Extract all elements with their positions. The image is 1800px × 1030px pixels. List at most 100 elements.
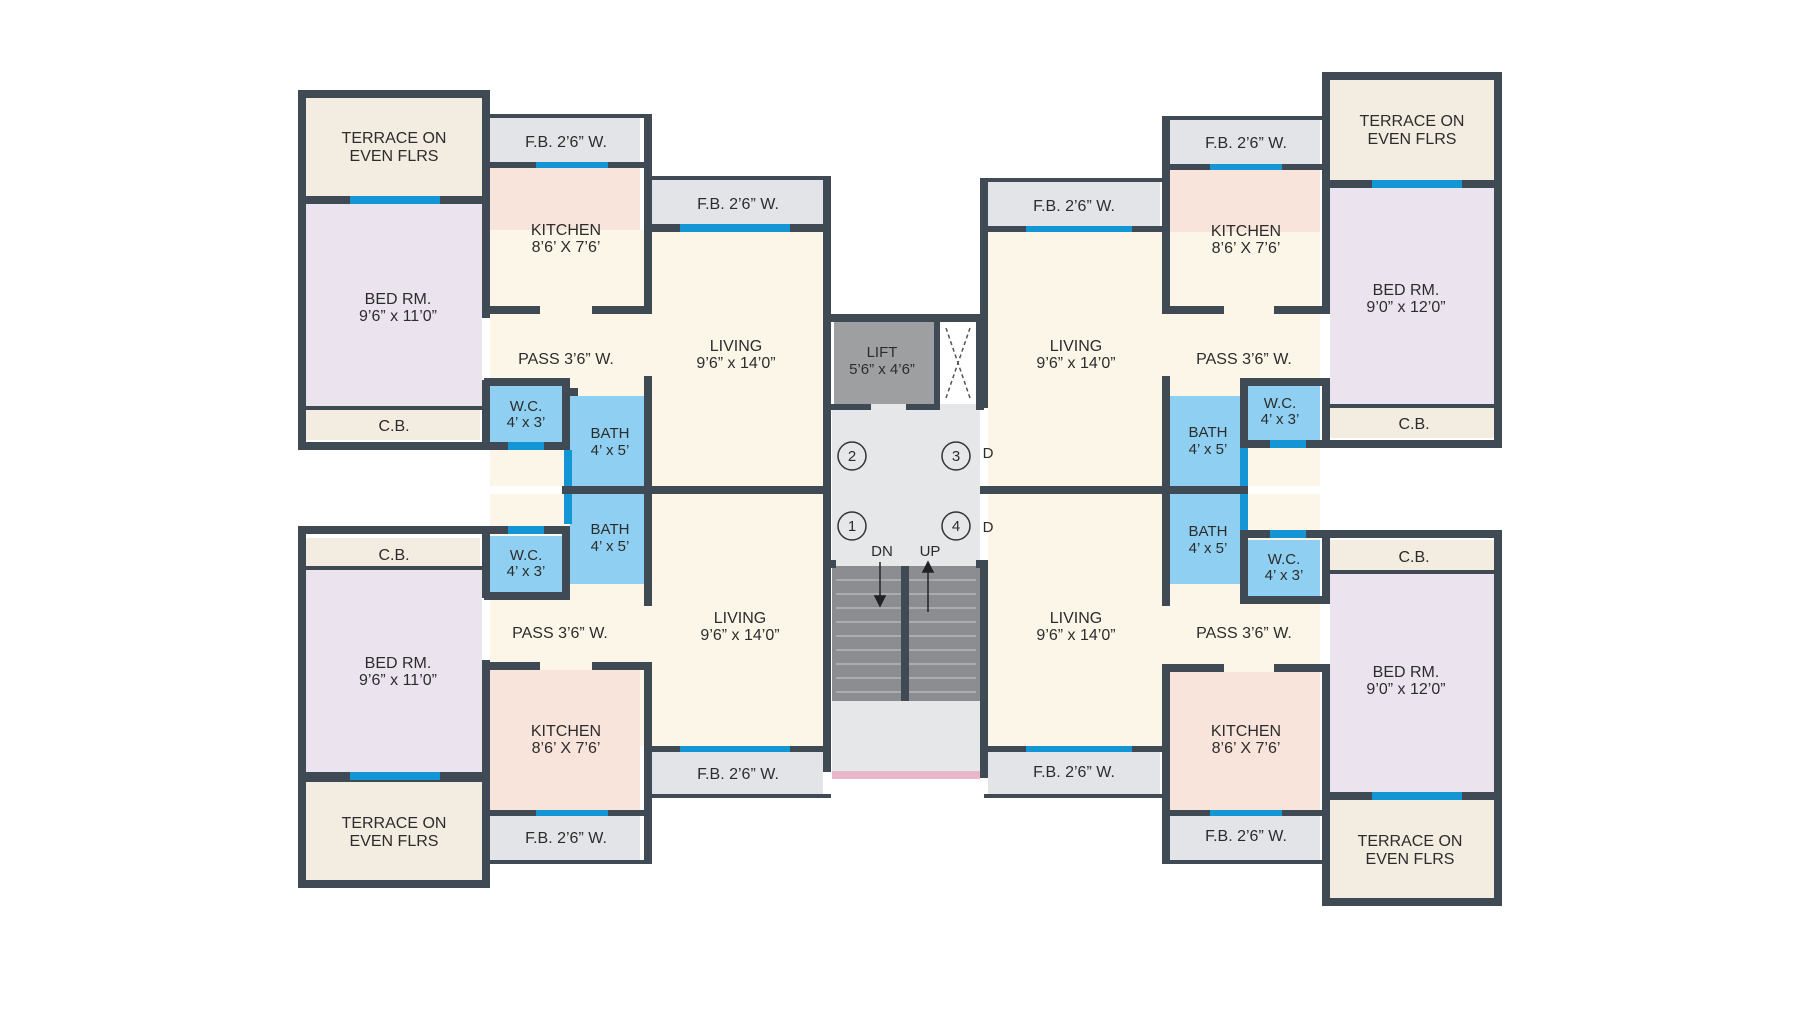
wc-label: W.C.4’ x 3’	[1265, 551, 1304, 584]
terrace-top-left	[306, 98, 482, 196]
cupboard-label: C.B.	[1398, 416, 1429, 433]
terrace-bottom-left	[306, 782, 482, 880]
cupboard-label: C.B.	[378, 418, 409, 435]
walls	[298, 72, 1502, 906]
door-mark: D	[983, 519, 994, 536]
flowerbed-kitchen-top-left	[490, 118, 640, 162]
lobby	[832, 404, 980, 566]
flowerbed-kitchen-bottom-right	[1170, 816, 1320, 860]
entrance-strip	[832, 771, 980, 779]
cupboard-bottom-right	[1330, 540, 1494, 570]
stairs-down-label: DN	[871, 543, 893, 560]
stairs-up-label: UP	[920, 543, 941, 560]
flowerbed-label: F.B. 2’6” W.	[697, 196, 779, 213]
passage-label: PASS 3’6” W.	[512, 625, 608, 642]
flowerbed-living-top-left	[652, 180, 823, 224]
passage-label: PASS 3’6” W.	[1196, 351, 1292, 368]
bedroom-bottom-left	[306, 570, 482, 772]
terrace-top-right	[1330, 80, 1494, 180]
kitchen-bottom-right	[1170, 672, 1320, 810]
bedroom-label: BED RM.9’6” x 11’0”	[359, 291, 437, 325]
windows	[350, 162, 1462, 816]
flowerbed-label: F.B. 2’6” W.	[1205, 135, 1287, 152]
flat-number-circle	[837, 441, 867, 471]
flat-number: 3	[952, 448, 960, 465]
flowerbed-living-bottom-right	[988, 752, 1160, 794]
cupboard-bottom-left	[306, 538, 480, 568]
bath-top-right	[1170, 396, 1244, 486]
flowerbed-label: F.B. 2’6” W.	[1205, 828, 1287, 845]
flat-number: 2	[848, 448, 856, 465]
passage-label: PASS 3’6” W.	[1196, 625, 1292, 642]
flat-number-circle	[941, 441, 971, 471]
cupboard-label: C.B.	[378, 547, 409, 564]
flat-number-circle	[837, 511, 867, 541]
flowerbed-living-top-right	[988, 182, 1160, 226]
duct-cross-icon	[945, 327, 971, 399]
cupboard-label: C.B.	[1398, 549, 1429, 566]
bedroom-top-right	[1330, 188, 1494, 406]
wc-bottom-left	[488, 536, 562, 592]
bedroom-top-left	[306, 204, 482, 406]
bath-bottom-right	[1170, 494, 1244, 584]
flat-number: 1	[848, 518, 856, 535]
flowerbed-label: F.B. 2’6” W.	[1033, 764, 1115, 781]
lift-shaft	[834, 322, 934, 404]
arrow-down-icon	[873, 562, 887, 608]
door-mark: D	[983, 445, 994, 462]
bedroom-label: BED RM.9’0” x 12’0”	[1366, 282, 1445, 316]
wc-label: W.C.4’ x 3’	[1261, 395, 1300, 428]
passage-label: PASS 3’6” W.	[518, 351, 614, 368]
bedroom-label: BED RM.9’6” x 11’0”	[359, 655, 437, 689]
flowerbed-label: F.B. 2’6” W.	[697, 766, 779, 783]
arrow-up-icon	[921, 560, 935, 612]
wc-bottom-right	[1248, 540, 1320, 596]
entrance-landing	[832, 701, 980, 771]
bedroom-bottom-right	[1330, 574, 1494, 792]
kitchen-bottom-left	[490, 670, 640, 810]
room-fills	[306, 80, 1494, 898]
flowerbed-kitchen-bottom-left	[490, 816, 640, 860]
wc-top-left	[488, 386, 562, 442]
bath-bottom-left	[570, 494, 644, 584]
cupboard-top-right	[1330, 408, 1494, 438]
bedroom-label: BED RM.9’0” x 12’0”	[1366, 664, 1445, 698]
wc-label: W.C.4’ x 3’	[507, 398, 546, 431]
flat-number-circle	[941, 511, 971, 541]
cupboard-top-left	[306, 410, 480, 440]
flowerbed-living-bottom-left	[652, 752, 823, 794]
wc-label: W.C.4’ x 3’	[507, 547, 546, 580]
wc-top-right	[1248, 386, 1320, 440]
flowerbed-label: F.B. 2’6” W.	[525, 830, 607, 847]
stair-midwall	[901, 566, 909, 701]
terrace-bottom-right	[1330, 800, 1494, 898]
flowerbed-label: F.B. 2’6” W.	[1033, 198, 1115, 215]
flat-number: 4	[952, 518, 960, 535]
bath-top-left	[570, 396, 644, 486]
flowerbed-label: F.B. 2’6” W.	[525, 134, 607, 151]
flowerbed-kitchen-top-right	[1170, 120, 1320, 164]
